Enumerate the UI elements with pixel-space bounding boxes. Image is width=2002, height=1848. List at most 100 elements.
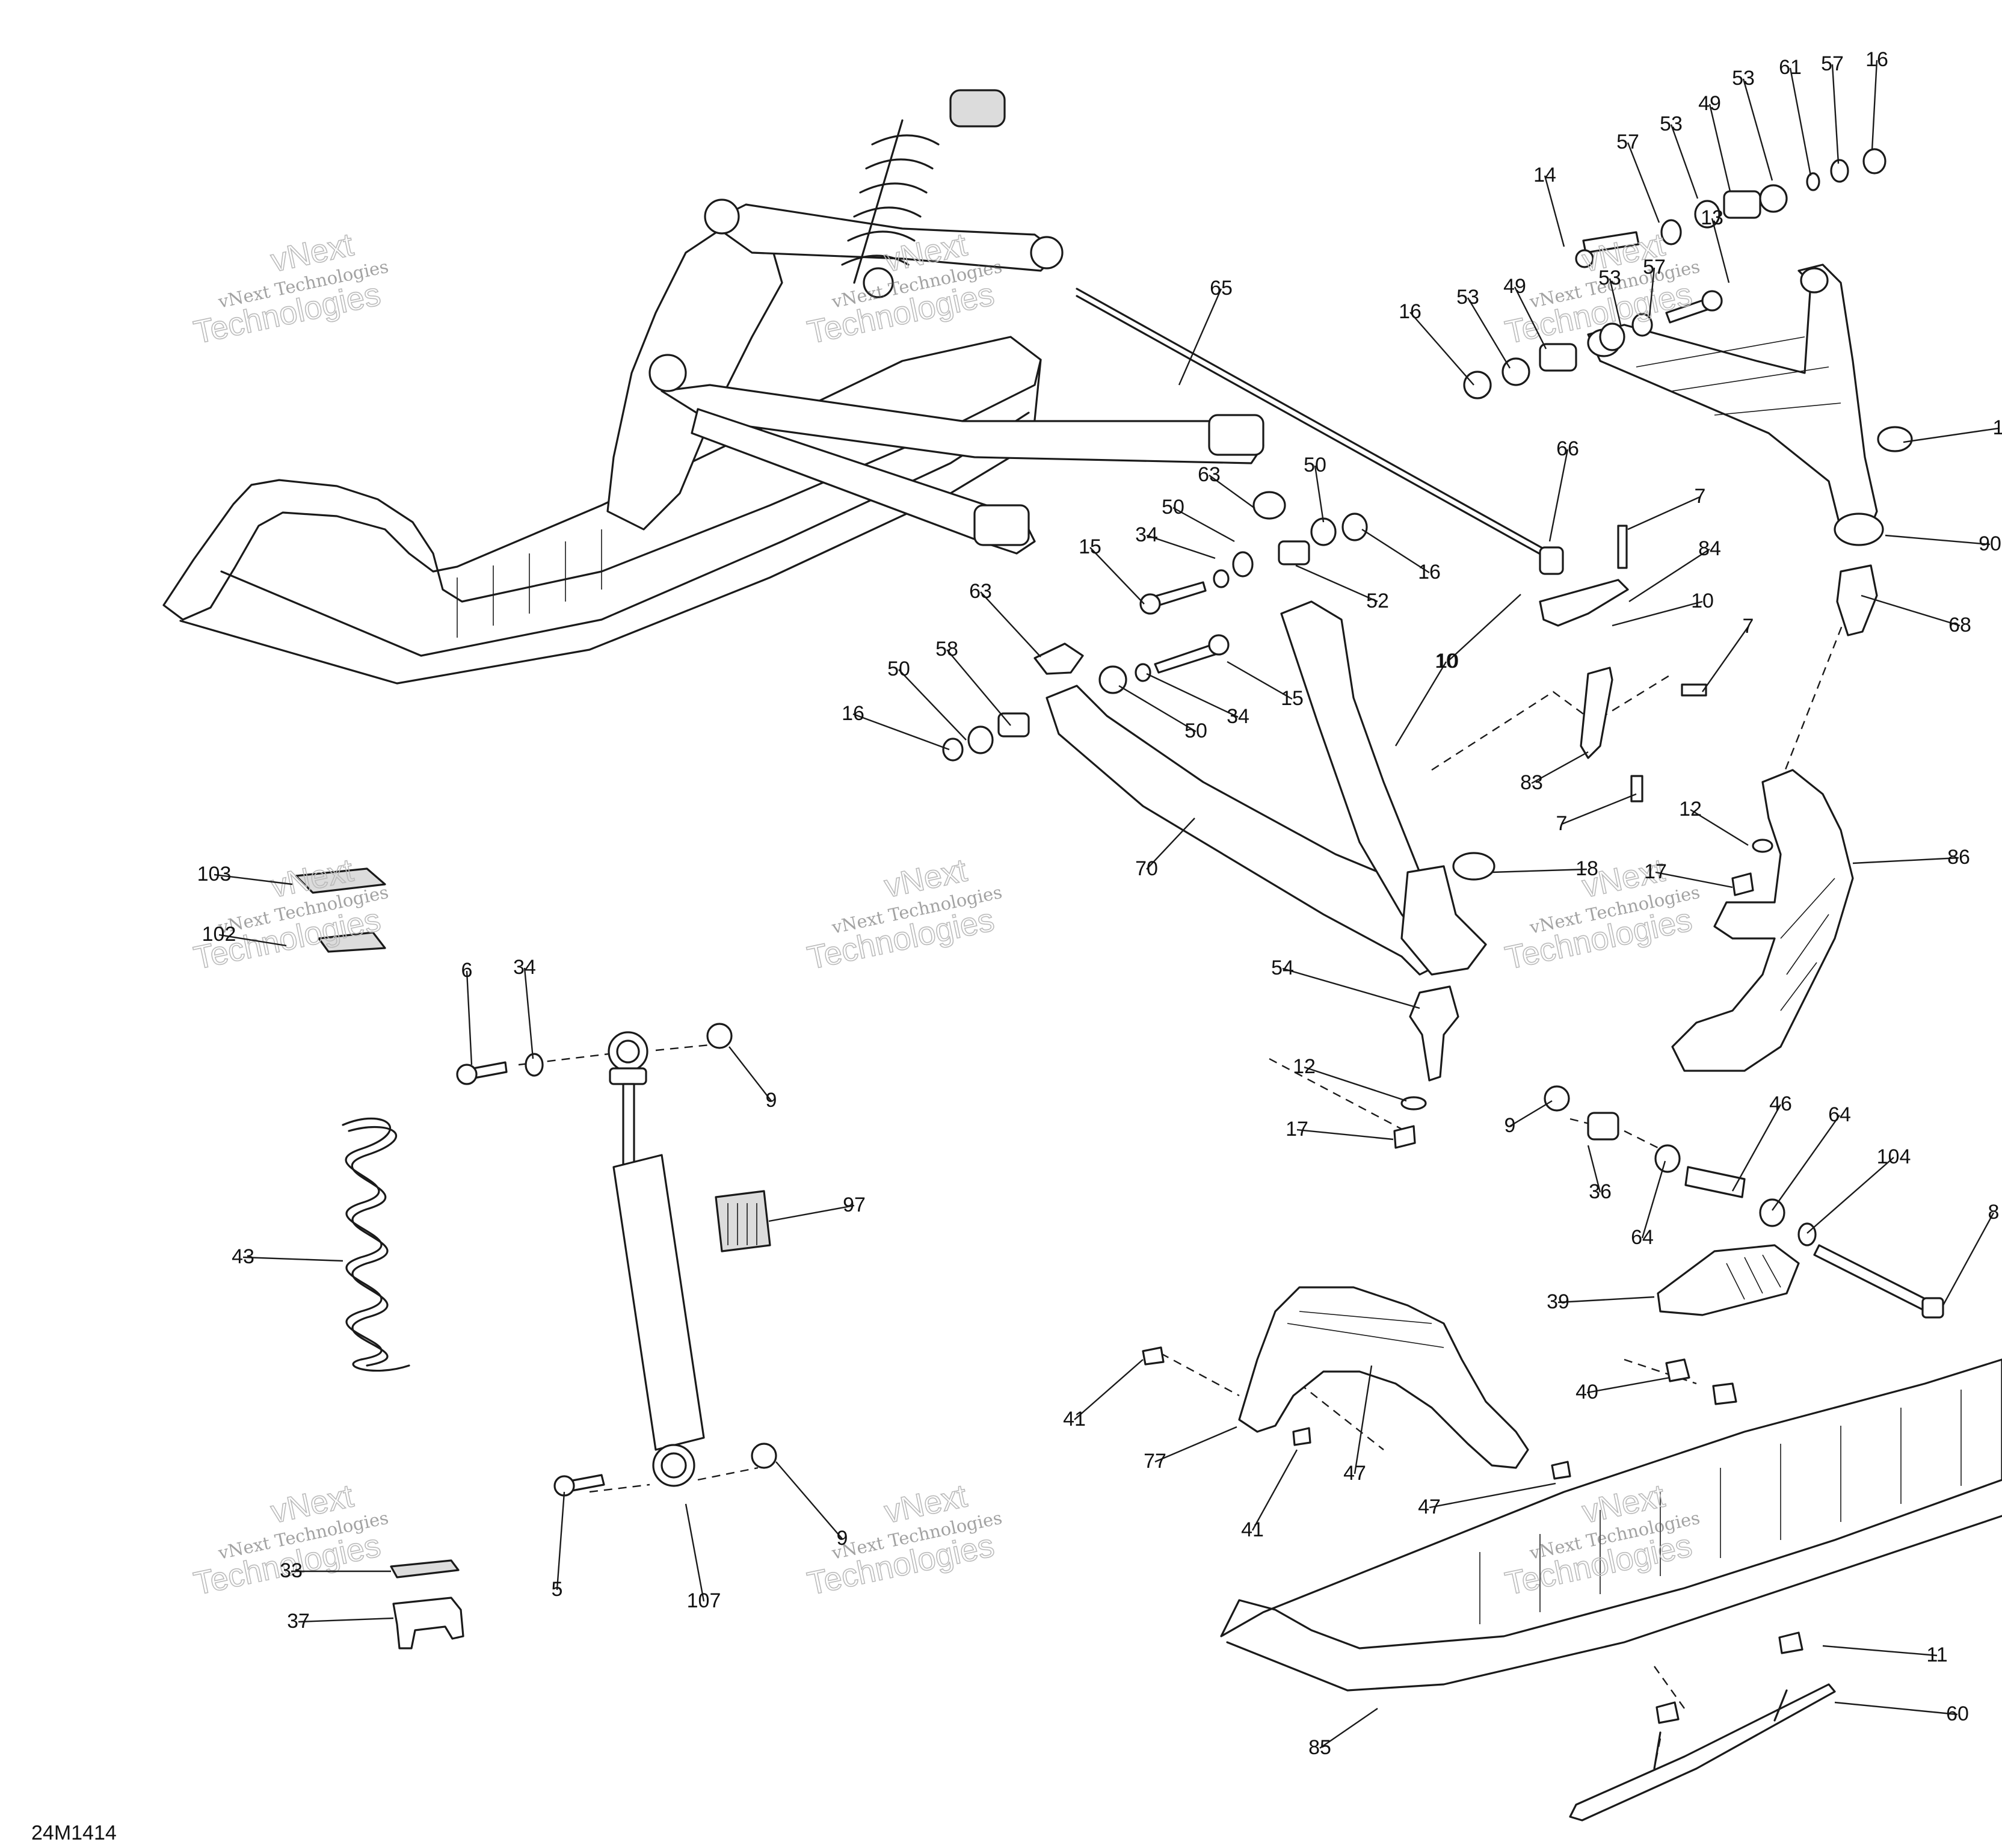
callout-c83: 83 — [1520, 771, 1543, 794]
leader-line-c50a — [1314, 465, 1325, 523]
callout-c57b: 57 — [1821, 52, 1844, 75]
leader-line-c6 — [466, 970, 473, 1065]
callout-c61: 61 — [1779, 56, 1802, 79]
callout-c17a: 17 — [1644, 860, 1667, 883]
callout-c50c: 50 — [887, 658, 910, 680]
leader-line-c63b — [980, 591, 1041, 658]
callout-c34c: 34 — [513, 956, 536, 979]
callout-c15b: 15 — [1281, 687, 1304, 710]
leader-line-c53a — [1670, 124, 1699, 199]
callout-c41a: 41 — [1063, 1408, 1086, 1431]
callout-c70: 70 — [1135, 857, 1158, 880]
callout-c103: 103 — [197, 863, 232, 886]
leader-line-c40 — [1586, 1376, 1671, 1394]
callout-c41b: 41 — [1241, 1518, 1264, 1541]
leader-line-c83 — [1531, 751, 1589, 784]
callout-c5: 5 — [552, 1578, 563, 1601]
leader-line-c41a — [1074, 1359, 1144, 1420]
leader-line-c57a — [1627, 142, 1660, 223]
callout-c36: 36 — [1589, 1180, 1612, 1203]
ski-85 — [1220, 1358, 2002, 1692]
leader-line-c57c — [1648, 267, 1656, 316]
callout-c16c: 16 — [1418, 561, 1441, 584]
shock-spring — [841, 119, 940, 284]
callout-c1: 1 — [1993, 416, 2002, 439]
leader-line-c86 — [1852, 857, 1959, 864]
leader-line-c46 — [1731, 1104, 1782, 1192]
callout-c37: 37 — [287, 1610, 310, 1633]
shock-absorber-107 — [456, 1023, 777, 1497]
callout-c33: 33 — [280, 1559, 303, 1582]
leader-line-c17a — [1655, 871, 1733, 889]
leader-line-c41b — [1251, 1449, 1298, 1531]
leader-line-c104 — [1806, 1157, 1894, 1234]
callout-c53c: 53 — [1598, 266, 1621, 289]
leader-line-c85 — [1319, 1708, 1378, 1749]
leader-line-c107 — [685, 1503, 705, 1602]
leader-line-c53c — [1609, 278, 1622, 325]
leader-line-c1 — [1903, 427, 1999, 443]
leader-line-c50b — [1172, 507, 1235, 543]
callout-c65: 65 — [1210, 277, 1233, 300]
drawing-code: 24M1414 — [31, 1822, 117, 1844]
left-ski — [162, 336, 1042, 621]
callout-c54: 54 — [1271, 956, 1294, 979]
callout-c15a: 15 — [1079, 535, 1101, 558]
leader-line-c11 — [1822, 1645, 1938, 1657]
callout-c17b: 17 — [1286, 1118, 1308, 1141]
callout-c46: 46 — [1769, 1092, 1792, 1115]
leader-line-c17b — [1296, 1129, 1394, 1141]
washer-57 — [1660, 219, 1682, 245]
callout-c40: 40 — [1575, 1381, 1598, 1403]
callout-c58: 58 — [935, 638, 958, 661]
leader-line-c7b — [1702, 626, 1749, 692]
callout-c10b: 10 — [1436, 650, 1459, 673]
callout-c47b: 47 — [1418, 1495, 1441, 1518]
decal-set — [295, 867, 464, 1649]
callout-c57a: 57 — [1616, 131, 1639, 153]
leader-line-c39 — [1557, 1296, 1655, 1304]
callout-c8: 8 — [1988, 1201, 2000, 1224]
callout-c9b: 9 — [1505, 1114, 1516, 1137]
callout-c90: 90 — [1979, 532, 2001, 555]
assembled-front-suspension — [162, 89, 1264, 685]
ski-hardware — [1142, 1085, 1944, 1480]
label-97 — [715, 1190, 771, 1252]
callout-c7a: 7 — [1695, 485, 1706, 508]
leader-line-c9c — [775, 1461, 843, 1539]
leader-line-c36 — [1587, 1145, 1601, 1193]
leader-line-c10a — [1612, 600, 1703, 627]
lower-a-arm-exploded — [942, 491, 1707, 1149]
callout-c34a: 34 — [1135, 523, 1158, 546]
leader-line-c5 — [556, 1491, 565, 1591]
leader-line-c90 — [1885, 534, 1991, 546]
leader-line-c52 — [1295, 564, 1378, 603]
callout-c49a: 49 — [1698, 92, 1721, 115]
leader-line-c63a — [1209, 475, 1255, 509]
leader-line-c7a — [1627, 496, 1701, 531]
leader-line-c16b — [1409, 312, 1474, 386]
leader-line-c64a — [1772, 1115, 1840, 1211]
leader-line-c16c — [1361, 528, 1430, 574]
callout-c64a: 64 — [1828, 1103, 1851, 1126]
bracket-84 — [1539, 579, 1629, 627]
callout-c107: 107 — [687, 1589, 721, 1612]
callout-c77: 77 — [1144, 1450, 1166, 1473]
leader-line-c65 — [1178, 288, 1222, 386]
coil-spring-43 — [342, 1117, 410, 1372]
leader-line-c12b — [1304, 1066, 1407, 1102]
callout-c86: 86 — [1947, 846, 1970, 869]
tie-rod-65 — [1076, 288, 1564, 575]
leader-line-c54 — [1282, 967, 1420, 1009]
callout-c7b: 7 — [1743, 615, 1754, 638]
leader-line-c50d — [1118, 685, 1197, 733]
leader-line-c9a — [728, 1046, 772, 1101]
leader-line-c77 — [1154, 1426, 1237, 1463]
callout-c16a: 16 — [1865, 48, 1888, 71]
bolt-8 — [1813, 1244, 1932, 1313]
